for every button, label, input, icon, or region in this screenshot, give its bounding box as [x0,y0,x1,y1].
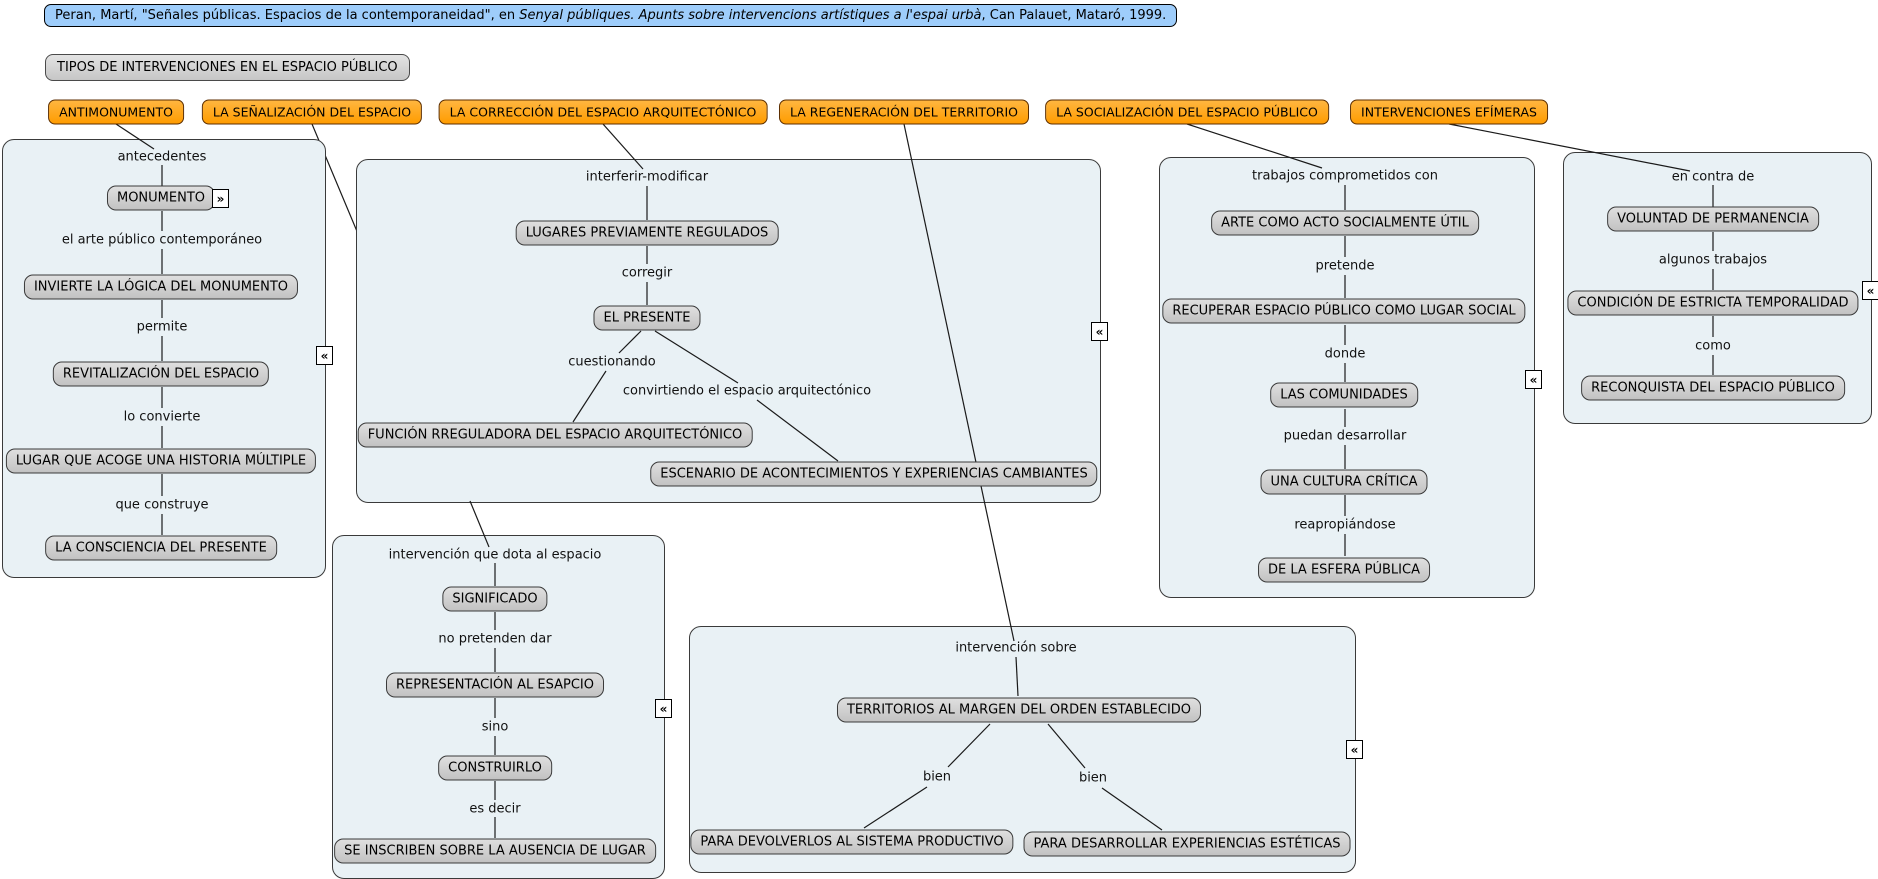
concept-box[interactable]: SIGNIFICADO [442,586,548,612]
linking-phrase[interactable]: bien [922,769,952,785]
concept-box[interactable]: REPRESENTACIÓN AL ESAPCIO [386,672,604,698]
root-concept-box[interactable]: TIPOS DE INTERVENCIONES EN EL ESPACIO PÚ… [45,54,410,81]
collapse-chevrons-icon[interactable]: « [655,699,672,718]
concept-box[interactable]: CONSTRUIRLO [438,755,552,781]
collapse-chevrons-icon[interactable]: « [316,346,333,365]
concept-box[interactable]: ESCENARIO DE ACONTECIMIENTOS Y EXPERIENC… [650,461,1098,487]
linking-phrase[interactable]: trabajos comprometidos con [1252,168,1438,184]
linking-phrase[interactable]: en contra de [1671,169,1755,185]
collapse-chevrons-icon[interactable]: « [1346,740,1363,759]
linking-phrase[interactable]: convirtiendo el espacio arquitectónico [622,383,872,399]
collapse-chevrons-icon[interactable]: « [1091,322,1108,341]
citation-text-before: Peran, Martí, "Señales públicas. Espacio… [55,8,520,23]
subtopic-concept-box[interactable]: LA REGENERACIÓN DEL TERRITORIO [778,99,1030,125]
linking-phrase[interactable]: intervención sobre [955,640,1077,656]
linking-phrase[interactable]: como [1695,338,1731,354]
linking-phrase[interactable]: puedan desarrollar [1283,428,1407,444]
collapse-chevrons-icon[interactable]: « [1862,281,1878,300]
concept-box[interactable]: LUGARES PREVIAMENTE REGULADOS [515,220,779,246]
concept-box[interactable]: UNA CULTURA CRÍTICA [1260,469,1428,495]
linking-phrase[interactable]: donde [1324,346,1366,362]
subtopic-concept-box[interactable]: ANTIMONUMENTO [48,99,184,125]
linking-phrase[interactable]: cuestionando [568,354,656,370]
citation-text-italic: Senyal públiques. Apunts sobre intervenc… [519,8,982,23]
linking-phrase[interactable]: sino [481,719,509,735]
linking-phrase[interactable]: el arte público contemporáneo [61,232,263,248]
concept-box[interactable]: EL PRESENTE [593,305,701,331]
citation-text-after: , Can Palauet, Mataró, 1999. [981,8,1167,23]
linking-phrase[interactable]: corregir [621,265,673,281]
concept-box[interactable]: SE INSCRIBEN SOBRE LA AUSENCIA DE LUGAR [334,838,656,864]
concept-box[interactable]: CONDICIÓN DE ESTRICTA TEMPORALIDAD [1567,290,1859,316]
citation-banner[interactable]: Peran, Martí, "Señales públicas. Espacio… [44,4,1178,27]
expand-chevrons-icon[interactable]: » [212,189,229,208]
linking-phrase[interactable]: pretende [1315,258,1375,274]
linking-phrase[interactable]: bien [1078,770,1108,786]
linking-phrase[interactable]: algunos trabajos [1658,252,1768,268]
subtopic-concept-box[interactable]: LA CORRECCIÓN DEL ESPACIO ARQUITECTÓNICO [438,99,768,125]
collapse-chevrons-icon[interactable]: « [1525,370,1542,389]
concept-box[interactable]: ARTE COMO ACTO SOCIALMENTE ÚTIL [1211,210,1479,236]
concept-box[interactable]: DE LA ESFERA PÚBLICA [1258,557,1430,583]
subtopic-concept-box[interactable]: LA SEÑALIZACIÓN DEL ESPACIO [201,99,423,125]
subtopic-concept-box[interactable]: INTERVENCIONES EFÍMERAS [1350,99,1548,125]
concept-box[interactable]: INVIERTE LA LÓGICA DEL MONUMENTO [23,274,299,300]
linking-phrase[interactable]: no pretenden dar [438,631,552,647]
linking-phrase[interactable]: permite [136,319,188,335]
linking-phrase[interactable]: lo convierte [123,409,201,425]
concept-box[interactable]: FUNCIÓN RREGULADORA DEL ESPACIO ARQUITEC… [357,422,753,448]
concept-box[interactable]: PARA DESARROLLAR EXPERIENCIAS ESTÉTICAS [1023,831,1351,857]
linking-phrase[interactable]: que construye [115,497,209,513]
concept-box[interactable]: RECONQUISTA DEL ESPACIO PÚBLICO [1581,375,1845,401]
panel-antimonumento [2,139,326,578]
linking-phrase[interactable]: intervención que dota al espacio [388,547,602,563]
concept-box[interactable]: LAS COMUNIDADES [1270,382,1418,408]
linking-phrase[interactable]: antecedentes [117,149,207,165]
linking-phrase[interactable]: es decir [469,801,521,817]
concept-box[interactable]: REVITALIZACIÓN DEL ESPACIO [52,361,270,387]
concept-box[interactable]: TERRITORIOS AL MARGEN DEL ORDEN ESTABLEC… [836,697,1202,723]
concept-box[interactable]: LUGAR QUE ACOGE UNA HISTORIA MÚLTIPLE [5,448,317,474]
concept-box[interactable]: PARA DEVOLVERLOS AL SISTEMA PRODUCTIVO [690,829,1014,855]
linking-phrase[interactable]: reapropiándose [1294,517,1396,533]
concept-box[interactable]: MONUMENTO [106,185,216,211]
concept-box[interactable]: RECUPERAR ESPACIO PÚBLICO COMO LUGAR SOC… [1162,298,1526,324]
concept-box[interactable]: VOLUNTAD DE PERMANENCIA [1607,206,1819,232]
linking-phrase[interactable]: interferir-modificar [585,169,709,185]
concept-box[interactable]: LA CONSCIENCIA DEL PRESENTE [45,535,277,561]
subtopic-concept-box[interactable]: LA SOCIALIZACIÓN DEL ESPACIO PÚBLICO [1045,99,1329,125]
